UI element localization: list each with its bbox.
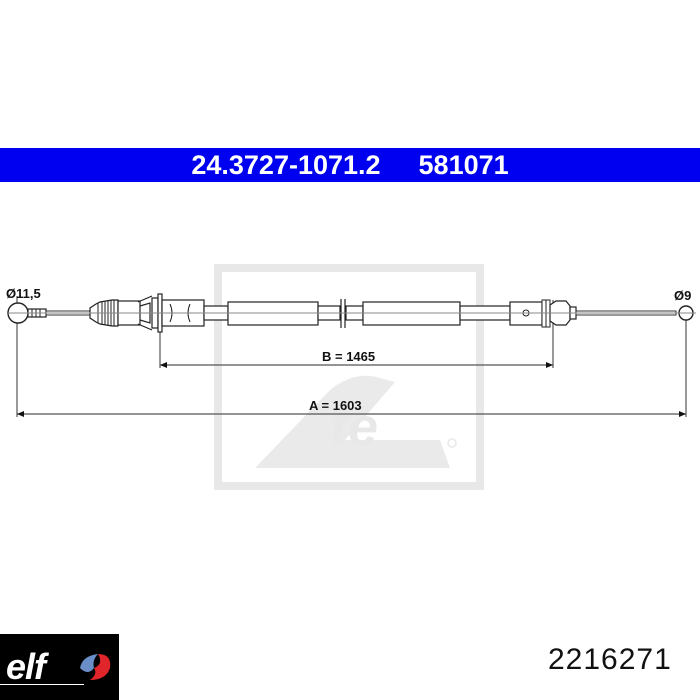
part-number: 24.3727-1071.2 (191, 149, 381, 180)
part-number-banner: 24.3727-1071.2 581071 (0, 148, 700, 182)
dimension-b-label: B = 1465 (322, 349, 376, 364)
dimension-a-label: A = 1603 (309, 398, 362, 413)
elf-swirl-icon (80, 654, 111, 680)
ate-watermark-icon: te (214, 264, 484, 490)
elf-logo: elf (0, 634, 119, 700)
left-diameter-label: Ø11,5 (6, 286, 41, 301)
right-diameter-label: Ø9 (674, 288, 692, 303)
ref-number: 581071 (418, 149, 509, 180)
product-code: 2216271 (548, 643, 672, 676)
svg-text:te: te (330, 397, 378, 457)
elf-logo-text: elf (6, 646, 46, 687)
